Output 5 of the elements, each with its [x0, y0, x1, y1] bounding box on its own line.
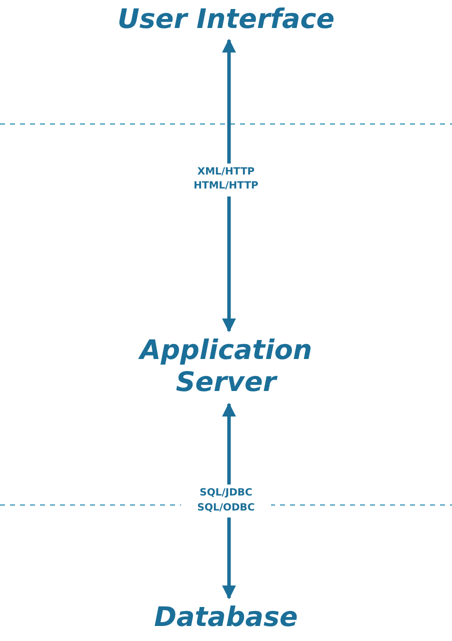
double-arrow	[222, 38, 236, 332]
edge-label: SQL/JDBC SQL/ODBC	[181, 484, 271, 518]
layer-title: Application Server	[116, 335, 336, 400]
layer-title: Database	[106, 602, 346, 634]
layer-title: User Interface	[66, 4, 386, 36]
